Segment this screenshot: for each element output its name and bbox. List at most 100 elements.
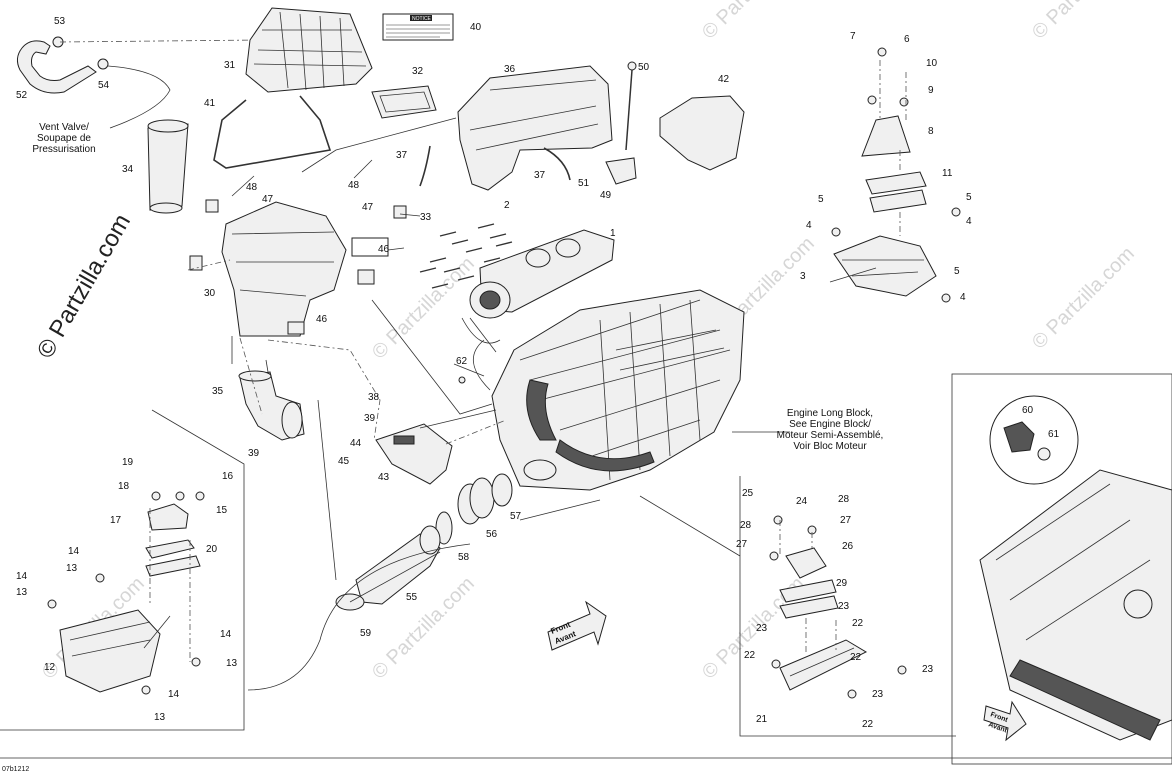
hull-inset [951, 373, 1172, 765]
callout: 53 [54, 16, 66, 27]
callout: 38 [368, 392, 380, 403]
sticker-text: NOTICE [412, 16, 432, 22]
clamps [435, 473, 513, 545]
intake-manifold [469, 229, 615, 319]
airbox-base [189, 199, 407, 337]
callout: 10 [926, 58, 938, 69]
callout: 39 [248, 448, 260, 459]
callout: 1 [610, 228, 616, 239]
bolts-2 [419, 223, 513, 289]
gasket-32 [371, 85, 437, 119]
callout: 31 [224, 60, 236, 71]
callout: 23 [922, 664, 934, 675]
callout: 28 [740, 520, 752, 531]
callout: 33 [420, 212, 432, 223]
part-42 [659, 95, 745, 171]
callout: 29 [836, 578, 848, 589]
callout: 46 [316, 314, 328, 325]
vent-valve-line-2: Soupape de [37, 133, 91, 144]
callout: 44 [350, 438, 362, 449]
front-arrow-main: Front Avant [547, 600, 607, 651]
callout: 52 [16, 90, 28, 101]
callout: 37 [396, 150, 408, 161]
callout: 20 [206, 544, 218, 555]
callout: 4 [966, 216, 972, 227]
callout: 27 [736, 539, 748, 550]
callout: 28 [838, 494, 850, 505]
watermark: © Partzilla.com [1028, 243, 1139, 354]
dipstick-50 [625, 69, 633, 151]
callout: 15 [216, 505, 228, 516]
hose-37 [419, 145, 431, 187]
callout: 59 [360, 628, 372, 639]
elbow-35 [238, 370, 305, 441]
callout: 34 [122, 164, 134, 175]
engine-note-line-1: Engine Long Block, [787, 408, 873, 419]
callout: 23 [872, 689, 884, 700]
engine-note-line-2: See Engine Block/ [789, 419, 871, 430]
callout: 24 [796, 496, 808, 507]
wire-41 [213, 95, 332, 169]
callout: 8 [928, 126, 934, 137]
diagram-code: 07b1212 [2, 766, 29, 773]
top-right-mount [831, 47, 961, 303]
callout: 23 [756, 623, 768, 634]
callout: 48 [348, 180, 360, 191]
callout: 48 [246, 182, 258, 193]
engine-block-note: Engine Long Block, See Engine Block/ Mot… [777, 408, 884, 452]
callout: 41 [204, 98, 216, 109]
callout: 4 [806, 220, 812, 231]
notice-sticker: NOTICE [382, 13, 454, 41]
callout: 54 [98, 80, 110, 91]
callout-labels: 53 52 54 31 40 41 32 36 50 42 34 37 37 5… [16, 16, 1060, 730]
callout: 2 [504, 200, 510, 211]
callout: 26 [842, 541, 854, 552]
callout: 5 [966, 192, 972, 203]
leader-lines [143, 60, 907, 691]
callout: 14 [68, 546, 80, 557]
cover-36 [457, 65, 613, 191]
callout: 11 [942, 168, 953, 179]
callout: 5 [818, 194, 824, 205]
callout: 25 [742, 488, 754, 499]
callout: 50 [638, 62, 650, 73]
callout: 42 [718, 74, 730, 85]
watermark: © Partzilla.com [368, 253, 479, 364]
callout: 13 [66, 563, 78, 574]
callout: 22 [744, 650, 756, 661]
plate-43 [375, 423, 453, 485]
callout: 22 [852, 618, 864, 629]
watermark: © Partzilla.com [698, 0, 809, 44]
callout: 21 [756, 714, 768, 725]
callout: 22 [862, 719, 874, 730]
front-arrow-hull: Front Avant [983, 700, 1027, 742]
callout: 57 [510, 511, 522, 522]
callout: 58 [458, 552, 470, 563]
hull-illustration [979, 469, 1172, 741]
callout: 62 [456, 356, 468, 367]
callout: 60 [1022, 405, 1034, 416]
callout: 40 [470, 22, 482, 33]
watermark-main: © Partzilla.com [32, 209, 136, 363]
vent-hose-group [16, 36, 261, 129]
callout: 16 [222, 471, 234, 482]
callout: 13 [226, 658, 238, 669]
border-right [739, 476, 956, 737]
tube-55 [355, 525, 441, 605]
bottom-right-mount [769, 515, 907, 699]
callout: 17 [110, 515, 122, 526]
callout: 51 [578, 178, 590, 189]
callout: 47 [262, 194, 274, 205]
callout: 30 [204, 288, 216, 299]
callout: 55 [406, 592, 418, 603]
callout: 14 [168, 689, 180, 700]
engine-note-line-4: Voir Bloc Moteur [793, 441, 867, 452]
callout: 7 [850, 31, 856, 42]
callout: 39 [364, 413, 376, 424]
callout: 14 [16, 571, 28, 582]
callout: 13 [154, 712, 166, 723]
callout: 47 [362, 202, 374, 213]
callout: 46 [378, 244, 390, 255]
left-mount-group [47, 491, 205, 695]
